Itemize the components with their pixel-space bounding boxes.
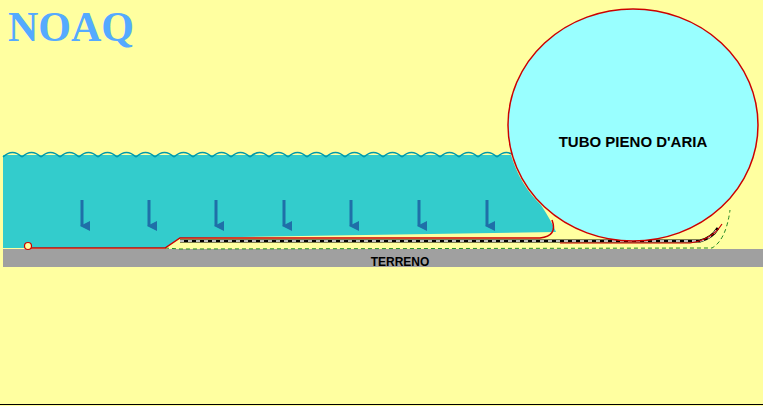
ground <box>3 249 763 267</box>
ground-label: TERRENO <box>371 256 430 268</box>
water <box>3 155 556 248</box>
tube-outline <box>507 8 759 242</box>
wave-crests <box>3 153 516 158</box>
bottom-rule <box>0 404 763 405</box>
membrane <box>28 220 554 248</box>
title: NOAQ <box>8 6 134 48</box>
pressure-arrows <box>82 200 487 226</box>
anchor-point <box>25 243 32 250</box>
tube-label: TUBO PIENO D'ARIA <box>507 133 759 150</box>
air-tube: TUBO PIENO D'ARIA <box>507 8 759 242</box>
